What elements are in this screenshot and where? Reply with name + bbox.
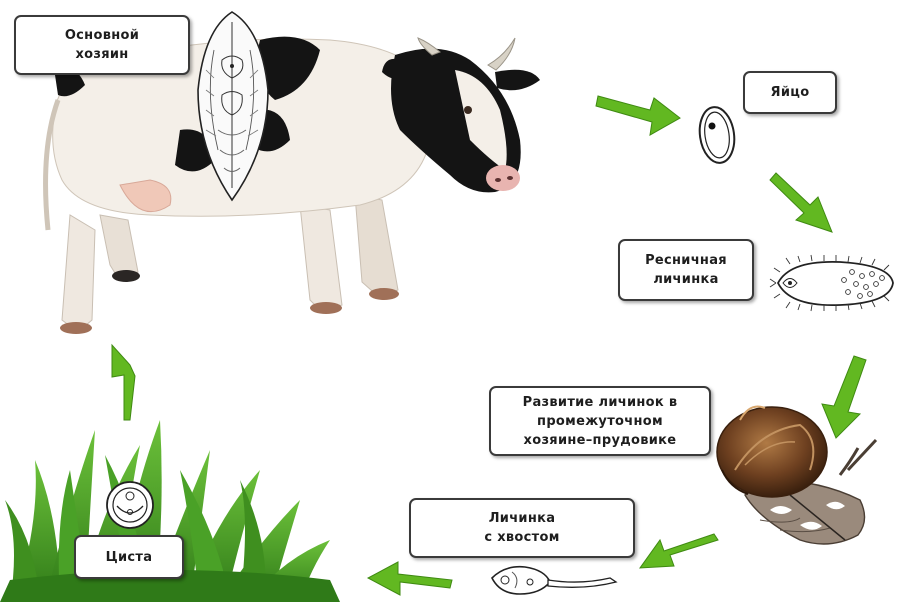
egg-icon bbox=[696, 105, 737, 165]
main-host-label: Основной хозяин bbox=[14, 15, 190, 75]
arrow-icon bbox=[822, 356, 866, 438]
tailed-larva-label: Личинка с хвостом bbox=[409, 498, 635, 558]
cow-icon bbox=[46, 37, 540, 334]
arrow-icon bbox=[596, 96, 680, 135]
cyst-icon bbox=[107, 482, 153, 528]
intermediate-host-label: Развитие личинок в промежуточном хозяине… bbox=[489, 386, 711, 456]
arrow-icon bbox=[770, 173, 832, 232]
ciliated-larva-icon bbox=[770, 255, 893, 311]
ciliated-larva-label: Ресничная личинка bbox=[618, 239, 754, 301]
tailed-larva-icon bbox=[492, 567, 616, 594]
cyst-label: Циста bbox=[74, 535, 184, 579]
arrow-icon bbox=[368, 562, 452, 595]
arrow-icon bbox=[640, 534, 718, 568]
egg-label: Яйцо bbox=[743, 71, 837, 114]
arrow-icon bbox=[112, 345, 135, 420]
pond-snail-icon bbox=[717, 407, 876, 545]
